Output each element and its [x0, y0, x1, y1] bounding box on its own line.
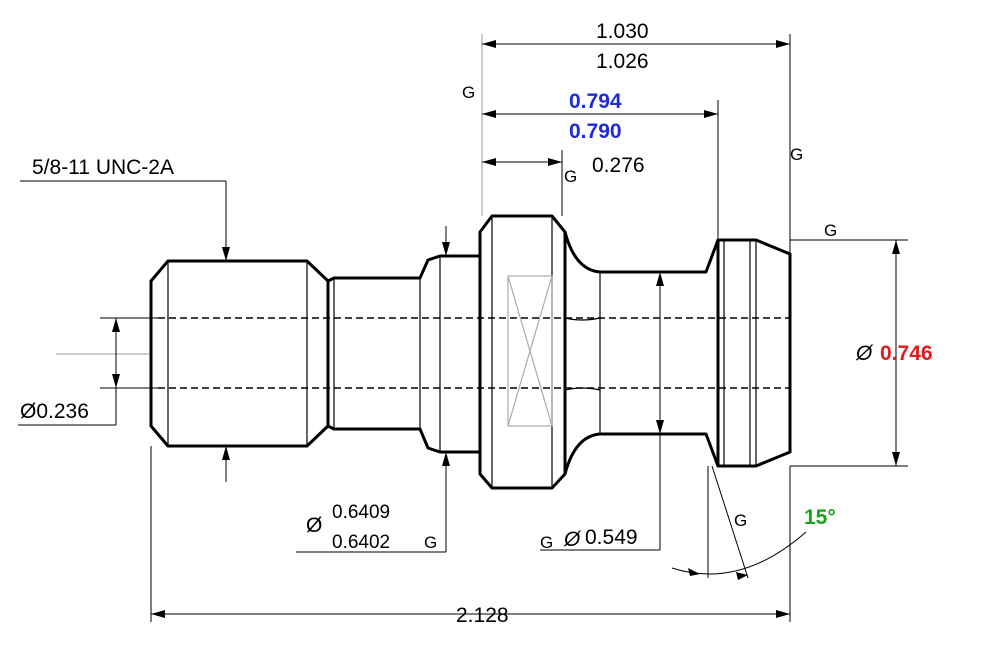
ground-symbol: G — [462, 83, 475, 102]
chamfer-angle-label: 15° — [804, 506, 836, 529]
neck-blend — [564, 317, 601, 391]
dim-1030: 1.030 — [596, 20, 649, 43]
dim-0790: 0.790 — [569, 120, 622, 143]
thread-callout: 5/8-11 UNC-2A — [32, 156, 174, 179]
ground-symbol: G — [564, 167, 577, 186]
pilot-dia-min: 0.6402 — [332, 532, 390, 553]
hex-flat — [507, 275, 553, 427]
neck-dia-label: 0.549 — [585, 526, 638, 549]
overall-length-label: 2.128 — [456, 604, 509, 627]
undercut-section — [327, 254, 482, 454]
neck-section — [563, 231, 720, 475]
bore-dia-label: Ø0.236 — [20, 400, 89, 423]
ground-symbol: G — [734, 511, 747, 530]
dim-0794: 0.794 — [569, 90, 622, 113]
ground-symbol: G — [790, 145, 803, 164]
thread-section — [149, 259, 330, 448]
head-dia-label: 0.746 — [880, 342, 933, 365]
head-dia-symbol: Ø — [855, 342, 874, 365]
ground-symbols: G G G G G G G — [424, 83, 837, 552]
neck-dia-symbol: Ø — [563, 528, 582, 551]
part-outline — [149, 214, 792, 490]
head-section — [716, 238, 792, 468]
dim-1026: 1.026 — [596, 50, 649, 73]
pilot-dia-symbol: Ø — [306, 514, 322, 537]
ground-symbol: G — [824, 221, 837, 240]
pilot-dia-max: 0.6409 — [332, 502, 390, 523]
dimension-labels: 1.030 1.026 0.794 0.790 0.276 5/8-11 UNC… — [20, 20, 933, 627]
ground-symbol: G — [424, 533, 437, 552]
dimension-lines — [18, 34, 908, 622]
dim-0276: 0.276 — [592, 154, 645, 177]
ground-symbol: G — [540, 533, 553, 552]
